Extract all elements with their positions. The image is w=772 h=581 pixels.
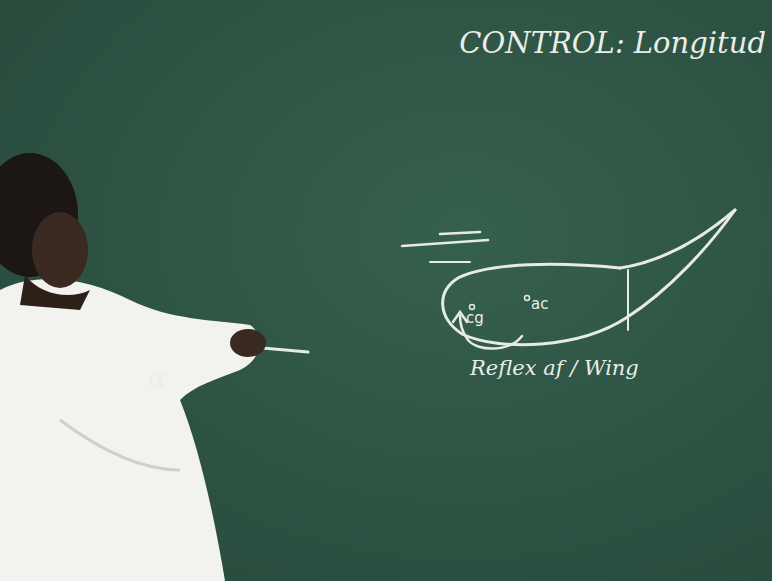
flow-line	[430, 261, 470, 263]
board-title: CONTROL: Longitud	[459, 28, 766, 60]
moment-arrowhead	[453, 312, 467, 322]
cg-dot	[470, 305, 475, 310]
white-shirt	[0, 279, 259, 581]
reflex-airfoil	[443, 210, 735, 345]
shirt-fold	[60, 420, 180, 470]
flow-line	[440, 232, 480, 234]
section-line	[627, 270, 629, 330]
flow-line	[402, 240, 488, 246]
point-label: ac	[531, 296, 548, 313]
neck	[20, 275, 90, 310]
point-label: cg	[466, 310, 484, 327]
hand	[230, 329, 266, 357]
ac-dot	[525, 296, 530, 301]
angle-symbol: α	[148, 364, 166, 393]
airfoil-caption: Reflex af / Wing	[470, 357, 639, 380]
lecturer	[0, 153, 266, 581]
face-side	[32, 212, 88, 288]
airfoil-upper-trail	[620, 210, 735, 268]
